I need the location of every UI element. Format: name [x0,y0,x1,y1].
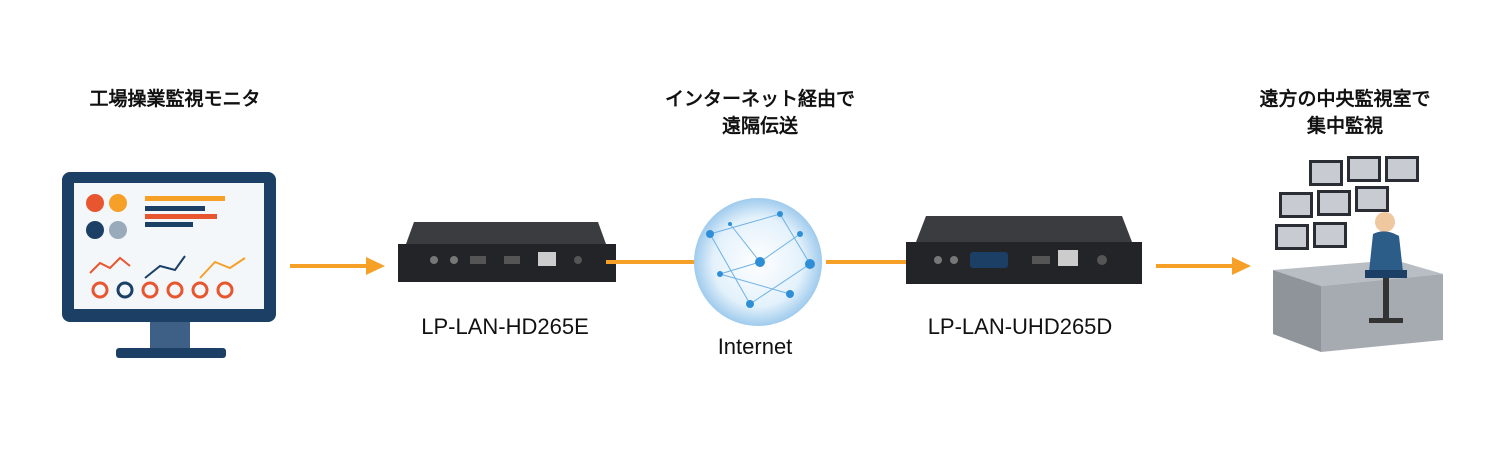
encoder-model-label: LP-LAN-HD265E [421,314,589,339]
factory-monitor-icon [62,172,276,358]
globe-network-icon [694,198,822,326]
arrow-decoder-to-monitoring [1156,257,1251,275]
internet-title: インターネット経由で 遠隔伝送 [630,86,890,140]
internet-label: Internet [717,334,793,359]
operator-desk-icon [1273,156,1443,352]
monitoring-title-line1: 遠方の中央監視室で [1259,88,1431,110]
internet-title-line2: 遠隔伝送 [721,115,798,137]
decoder-model-label: LP-LAN-UHD265D [927,314,1113,339]
monitoring-room-title: 遠方の中央監視室で 集中監視 [1225,86,1465,140]
decoder-device-icon [906,216,1142,284]
encoder-device-icon [398,222,616,282]
factory-monitor-title: 工場操業監視モニタ [89,88,261,110]
link-line-right [826,260,914,264]
arrow-factory-to-encoder [290,257,385,275]
monitoring-title-line2: 集中監視 [1306,115,1383,137]
internet-title-line1: インターネット経由で [664,88,855,110]
link-line-left [606,260,700,264]
